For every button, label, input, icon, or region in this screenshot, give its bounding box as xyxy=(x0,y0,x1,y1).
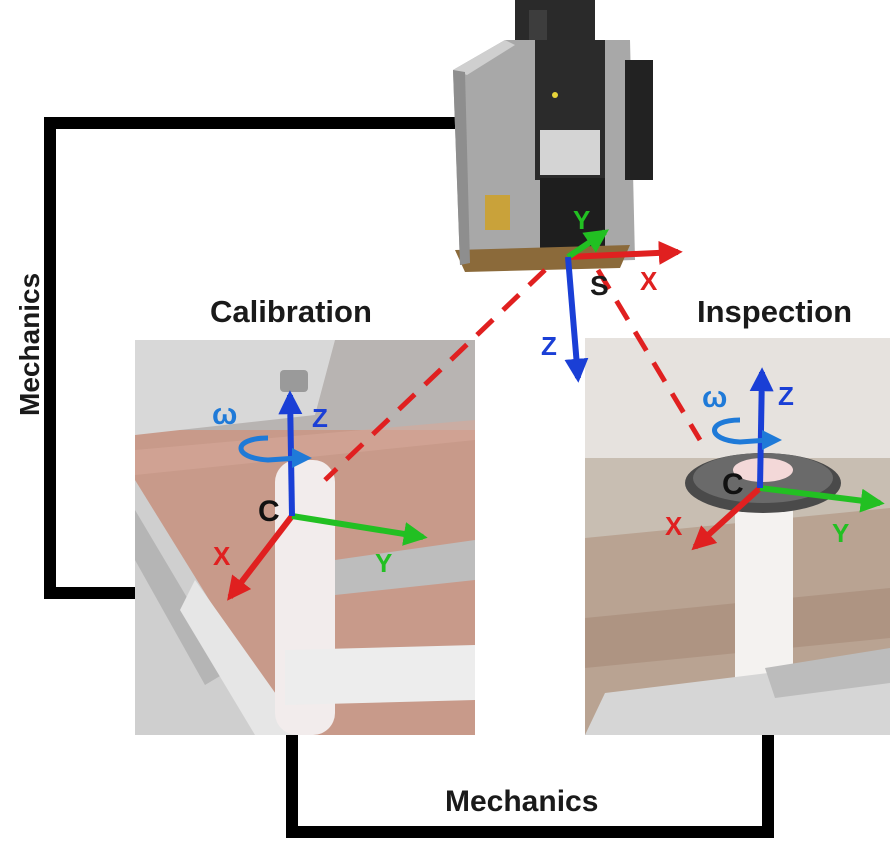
inspection-photo xyxy=(585,338,890,735)
sensor-x-axis xyxy=(567,240,683,265)
inspection-y-label: Y xyxy=(832,518,850,548)
calibration-z-axis xyxy=(278,390,303,517)
laser-ray-calibration xyxy=(323,268,547,482)
calibration-omega-label: ω xyxy=(212,398,238,431)
calibration-y-label: Y xyxy=(375,548,393,578)
sensor-y-label: Y xyxy=(573,205,591,235)
mechanics-link-left xyxy=(44,117,455,599)
inspection-x-label: X xyxy=(665,511,683,541)
calibration-origin-label: C xyxy=(258,495,280,528)
sensor-x-label: X xyxy=(640,266,658,296)
sensor-y-axis xyxy=(566,229,609,260)
laser-ray-inspection xyxy=(595,268,703,442)
mechanics-link-bottom xyxy=(286,735,774,838)
inspection-z-axis xyxy=(749,367,774,489)
mechanics-left-label: Mechanics xyxy=(14,272,45,416)
inspection-rotation-arrowhead xyxy=(762,430,782,450)
laser-sensor-photo xyxy=(445,0,675,275)
inspection-omega-label: ω xyxy=(702,381,728,414)
calibration-rotation-arrowhead xyxy=(292,448,312,468)
calibration-photo xyxy=(135,340,475,735)
calibration-x-label: X xyxy=(213,541,231,571)
inspection-x-axis xyxy=(691,485,763,551)
inspection-z-label: Z xyxy=(778,381,794,411)
sensor-z-label: Z xyxy=(541,331,557,361)
inspection-title: Inspection xyxy=(697,294,853,329)
inspection-rotation-arrow xyxy=(712,417,769,445)
calibration-title: Calibration xyxy=(210,294,372,329)
calibration-x-axis xyxy=(227,514,295,601)
calibration-z-label: Z xyxy=(312,403,328,433)
sensor-origin-label: S xyxy=(590,270,609,301)
sensor-z-axis xyxy=(564,256,589,383)
inspection-y-axis xyxy=(759,485,885,513)
calibration-y-axis xyxy=(291,513,428,546)
inspection-origin-label: C xyxy=(722,468,744,501)
mechanics-bottom-label: Mechanics xyxy=(445,785,599,818)
calibration-rotation-arrow xyxy=(238,435,299,463)
